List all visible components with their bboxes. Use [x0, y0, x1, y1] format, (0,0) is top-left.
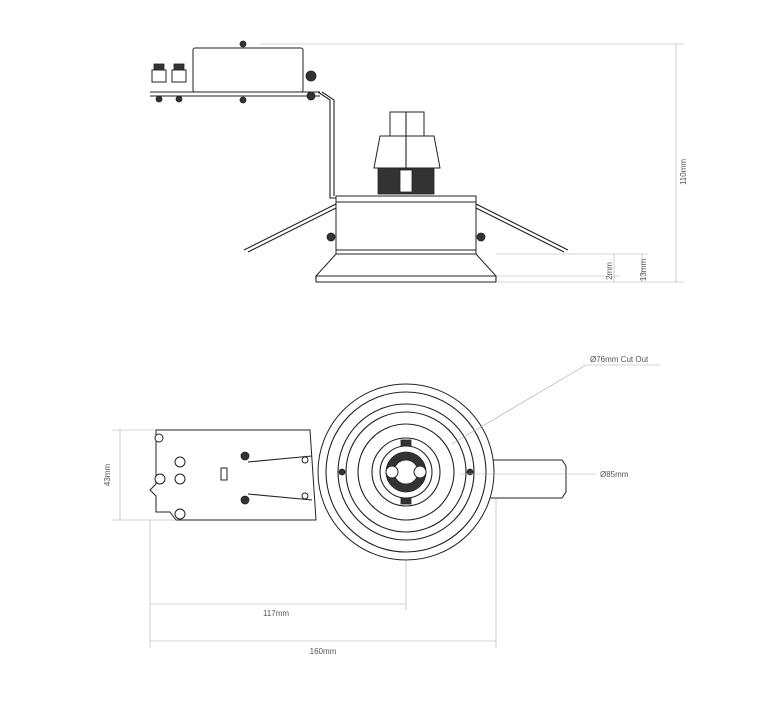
length-total-label: 160mm [310, 647, 337, 656]
spring-clips [243, 203, 569, 253]
cutout-leader [451, 364, 587, 445]
height-flange-label: 2mm [605, 262, 614, 280]
length-box-center-label: 117mm [263, 609, 289, 618]
diameter-label: Ø85mm [600, 470, 629, 479]
side-view [150, 40, 684, 283]
top-view [112, 364, 660, 648]
mounting-bracket [317, 91, 336, 199]
box-height-label: 43mm [103, 464, 112, 487]
lamp-holder-side [373, 111, 441, 195]
downlight-body-side [314, 195, 498, 283]
junction-box-side [150, 40, 320, 104]
cutout-label: Ø76mm Cut Out [590, 355, 649, 364]
junction-box-top [149, 429, 317, 521]
height-total-label: 110mm [679, 159, 688, 185]
height-trim-label: 13mm [639, 259, 648, 282]
downlight-top [317, 383, 495, 561]
side-tab [489, 459, 567, 499]
